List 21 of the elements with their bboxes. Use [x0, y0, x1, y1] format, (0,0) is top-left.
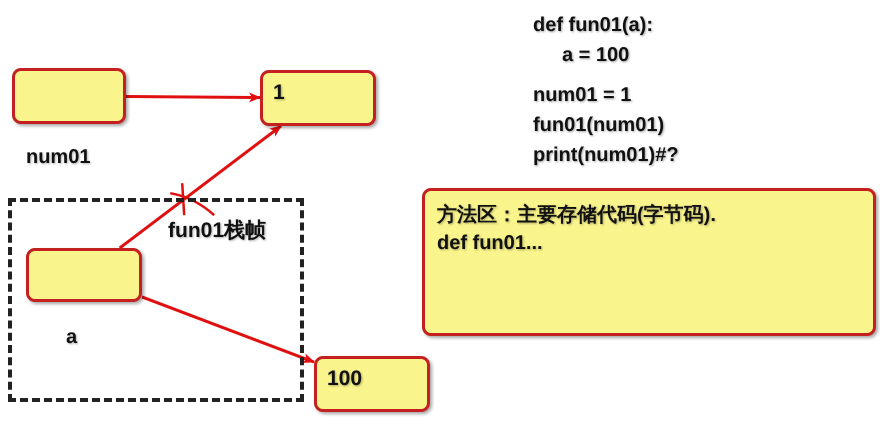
- memory-box: [26, 248, 142, 302]
- arrow: [141, 296, 315, 364]
- memory-box: [260, 70, 376, 126]
- memory-box: [314, 356, 430, 412]
- code-line: print(num01)#?: [533, 144, 679, 167]
- value-text: 1: [273, 81, 285, 105]
- code-line: num01 = 1: [533, 84, 632, 107]
- code-line: a = 100: [562, 44, 630, 67]
- value-text: 100: [327, 367, 362, 391]
- variable-name: a: [66, 326, 78, 349]
- stack-frame: [8, 198, 304, 402]
- description-text: 方法区：主要存储代码(字节码).: [437, 202, 717, 228]
- variable-name: num01: [26, 146, 90, 169]
- code-line: fun01(num01): [533, 114, 664, 137]
- frame-title: fun01栈帧: [168, 218, 266, 244]
- code-text: def fun01...: [437, 231, 544, 256]
- crossed-out-arrow: [118, 124, 282, 250]
- method-area-box: [422, 188, 876, 336]
- arrow: [126, 92, 261, 102]
- code-line: def fun01(a):: [533, 14, 653, 37]
- memory-box: [12, 68, 126, 124]
